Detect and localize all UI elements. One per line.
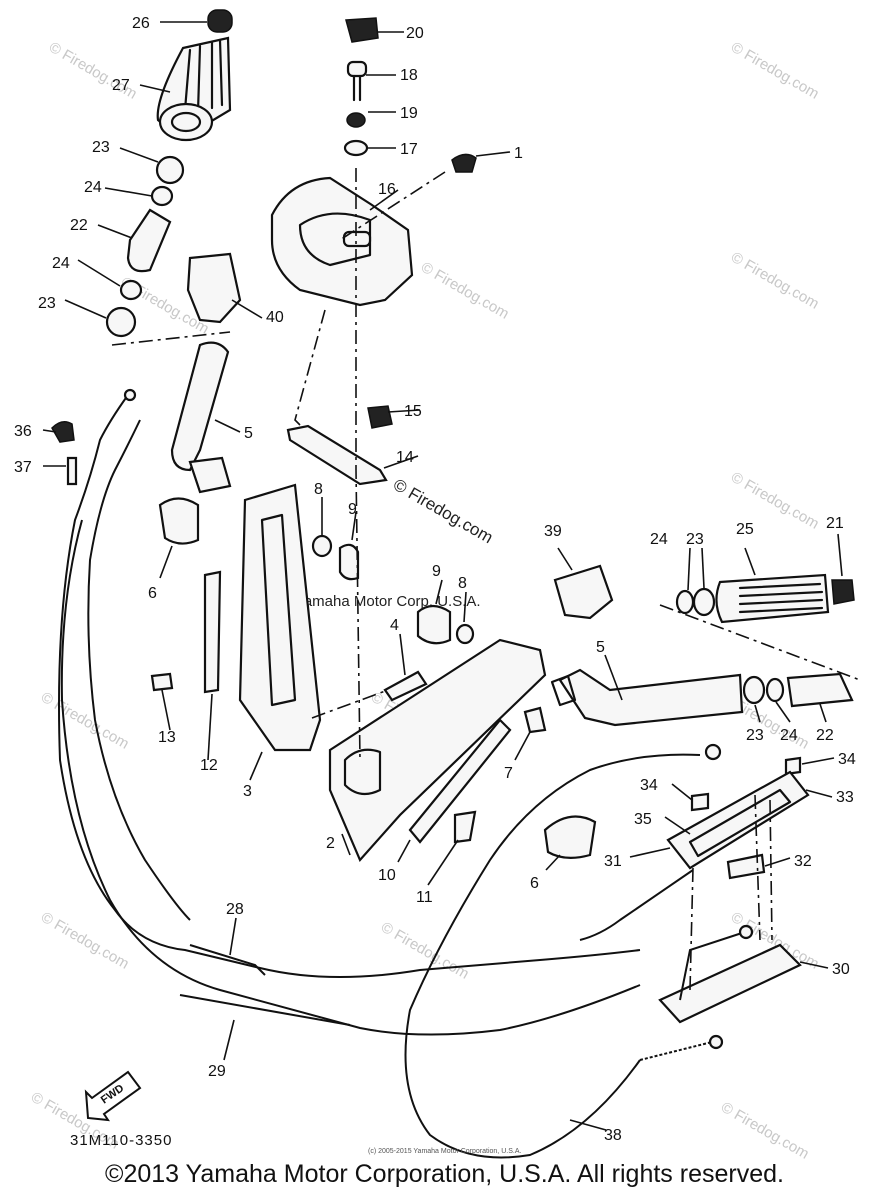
- watermark-text: © Firedog.com: [418, 259, 512, 323]
- callout-number: 39: [544, 523, 562, 540]
- handle-bracket-right: [328, 638, 547, 863]
- callout-number: 34: [640, 777, 658, 794]
- callout-number: 28: [226, 901, 244, 918]
- callout-number: 3: [243, 783, 252, 800]
- callout-number: 4: [390, 617, 399, 634]
- parts-artwork: [51, 9, 855, 1024]
- guide-lines: [111, 168, 861, 991]
- callout-number: 34: [838, 751, 856, 768]
- callout-number: 36: [14, 423, 32, 440]
- callout-number: 33: [836, 789, 854, 806]
- handlebar-left: [170, 341, 230, 472]
- callout-number: 31: [604, 853, 622, 870]
- callout-number: 9: [348, 501, 357, 518]
- callout-number: 25: [736, 521, 754, 538]
- callout-number: 5: [244, 425, 253, 442]
- callout-number: 8: [458, 575, 467, 592]
- switch-cover: [270, 176, 414, 307]
- callout-number: 5: [596, 639, 605, 656]
- callout-number: 8: [314, 481, 323, 498]
- firedog-center-watermark: © Firedog.com: [390, 475, 496, 547]
- forward-arrow: FWD: [84, 1070, 142, 1122]
- callout-number: 37: [14, 459, 32, 476]
- callout-number: 24: [650, 531, 668, 548]
- handle-bracket-left: [238, 483, 322, 752]
- callout-number: 24: [780, 727, 798, 744]
- callout-number: 29: [208, 1063, 226, 1080]
- callout-number: 17: [400, 141, 418, 158]
- cables: [58, 388, 754, 1159]
- callout-number: 23: [92, 139, 110, 156]
- handlebar-right: [558, 668, 744, 727]
- callout-number: 18: [400, 67, 418, 84]
- callout-number: 2: [326, 835, 335, 852]
- callout-number: 21: [826, 515, 844, 532]
- callout-number: 22: [70, 217, 88, 234]
- copyright-text: ©2013 Yamaha Motor Corporation, U.S.A. A…: [105, 1160, 784, 1188]
- callout-number: 38: [604, 1127, 622, 1144]
- switch-housing-lower: [658, 943, 802, 1024]
- callout-number: 30: [832, 961, 850, 978]
- callout-number: 11: [416, 889, 433, 906]
- callout-number: 7: [504, 765, 513, 782]
- callout-number: 40: [266, 309, 284, 326]
- callout-number: 23: [38, 295, 56, 312]
- switch-housing: [666, 770, 810, 870]
- yamaha-center-watermark: © Yamaha Motor Corp. U.S.A.: [280, 593, 481, 610]
- callout-number: 6: [148, 585, 157, 602]
- callout-number: 22: [816, 727, 834, 744]
- callout-number: 19: [400, 105, 418, 122]
- callout-number: 13: [158, 729, 176, 746]
- leader-lines: [42, 21, 843, 1131]
- callout-number: 10: [378, 867, 396, 884]
- callout-number: 1: [514, 145, 523, 162]
- part-20: [345, 17, 379, 43]
- callout-number: 15: [404, 403, 422, 420]
- callout-number: 14: [396, 449, 414, 466]
- watermark-text: © Firedog.com: [728, 39, 822, 103]
- grip-end-cap: [207, 9, 233, 33]
- callout-number: 6: [530, 875, 539, 892]
- watermark-text: © Firedog.com: [718, 1099, 812, 1163]
- watermark-text: © Firedog.com: [728, 249, 822, 313]
- watermark-text: © Firedog.com: [38, 909, 132, 973]
- callout-number: 23: [686, 531, 704, 548]
- diagram-code: 31M110-3350: [70, 1132, 173, 1149]
- callout-number: 24: [52, 255, 70, 272]
- callout-number: 23: [746, 727, 764, 744]
- callout-number: 9: [432, 563, 441, 580]
- callout-number: 35: [634, 811, 652, 828]
- watermark-text: © Firedog.com: [38, 689, 132, 753]
- small-copyright-note: (c) 2005-2015 Yamaha Motor Corporation, …: [368, 1148, 522, 1155]
- callout-number: 12: [200, 757, 218, 774]
- callout-number: 27: [112, 77, 130, 94]
- callout-number: 24: [84, 179, 102, 196]
- right-grip: [715, 573, 830, 624]
- callout-number: 26: [132, 15, 150, 32]
- part-40: [186, 252, 242, 324]
- callout-number: 16: [378, 181, 396, 198]
- callout-number: 32: [794, 853, 812, 870]
- callout-number: 20: [406, 25, 424, 42]
